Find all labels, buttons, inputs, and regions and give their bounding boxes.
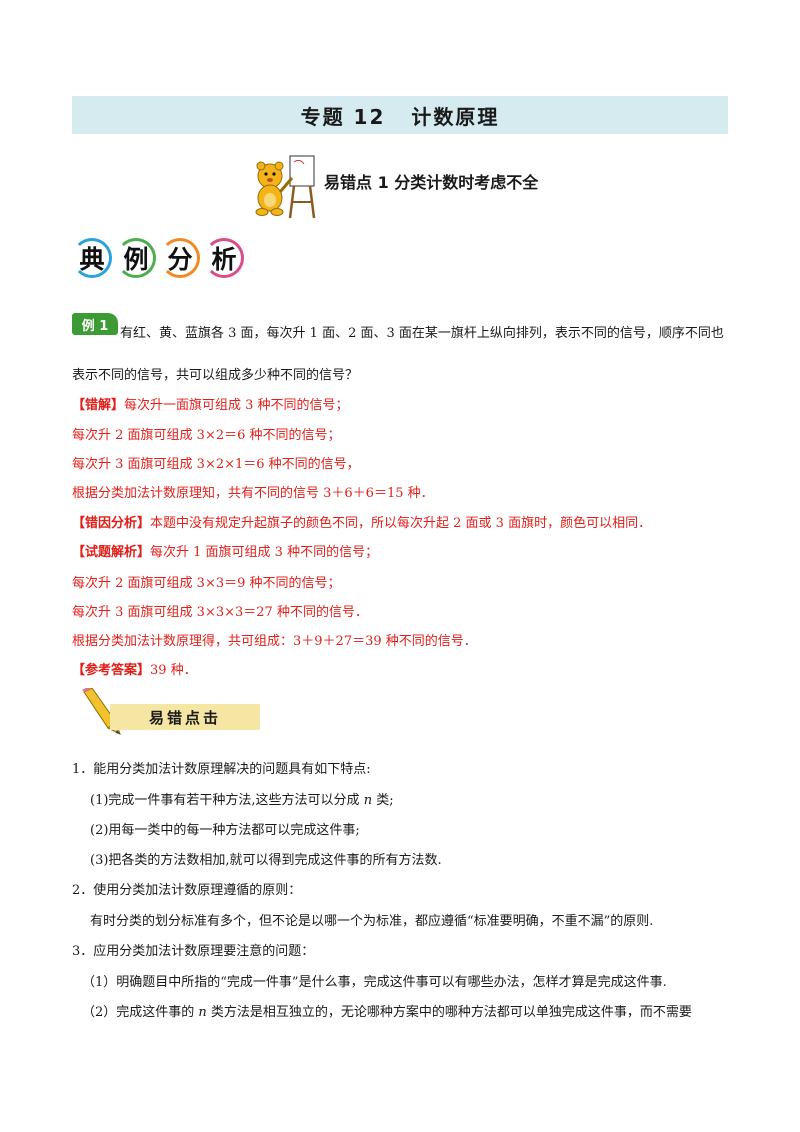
tip-item-3-sub-1: （1）明确题目中所指的“完成一件事”是什么事，完成这件事可以有哪些办法，怎样才算… [82,975,667,990]
tip-item-2-text: 有时分类的划分标准有多个，但不论是以哪一个为标准，都应遵循“标准要明确，不重不漏… [90,914,654,929]
tip-item-3-sub-2: （2）完成这件事的 n 类方法是相互独立的，无论哪种方案中的哪种方法都可以单独完… [82,1005,692,1020]
wrong-solution-line-1: 【错解】每次升一面旗可组成 3 种不同的信号； [72,398,349,413]
solution-line-3: 每次升 3 面旗可组成 3×3×3＝27 种不同的信号． [72,605,368,620]
solution-line-1: 【试题解析】每次升 1 面旗可组成 3 种不同的信号； [72,545,379,560]
wrong-solution-line-3: 每次升 3 面旗可组成 3×2×1＝6 种不同的信号， [72,457,360,472]
tip-item-1-title: 1．能用分类加法计数原理解决的问题具有如下特点: [72,762,371,777]
answer-label: 【参考答案】 [72,663,151,678]
banner-char-2: 例 [116,238,156,278]
banner-char-3: 分 [160,238,200,278]
error-point-heading: 易错点 1 分类计数时考虑不全 [250,152,538,222]
solution-label: 【试题解析】 [72,545,151,560]
banner-char-4: 析 [204,238,244,278]
wrong-solution-line-2: 每次升 2 面旗可组成 3×2＝6 种不同的信号； [72,428,341,443]
error-analysis-label: 【错因分析】 [72,516,151,531]
error-tips-label: 易错点击 [110,704,260,730]
tip-item-2-title: 2．使用分类加法计数原理遵循的原则： [72,883,302,898]
bear-painting-icon [255,155,316,219]
tip-item-1-sub-2: (2)用每一类中的每一种方法都可以完成这件事; [90,823,360,838]
wrong-solution-line-4: 根据分类加法计数原理知，共有不同的信号 3＋6＋6＝15 种． [72,486,434,501]
error-point-title: 易错点 1 分类计数时考虑不全 [324,173,539,192]
banner-char-1: 典 [72,238,112,278]
example-tag: 例 1 [72,313,118,335]
solution-line-4: 根据分类加法计数原理得，共可组成：3＋9＋27＝39 种不同的信号． [72,634,477,649]
reference-answer: 【参考答案】39 种． [72,663,197,678]
question-line-1: 有红、黄、蓝旗各 3 面，每次升 1 面、2 面、3 面在某一旗杆上纵向排列，表… [120,326,724,341]
title-topic-number: 专题 12 [300,104,386,129]
page-title: 专题 12 计数原理 [72,96,728,134]
title-topic-name: 计数原理 [411,104,500,129]
tip-item-1-sub-3: (3)把各类的方法数相加,就可以得到完成这件事的所有方法数. [90,853,442,868]
solution-line-2: 每次升 2 面旗可组成 3×3＝9 种不同的信号； [72,576,341,591]
error-tips-banner: 易错点击 [76,688,266,738]
question-line-2: 表示不同的信号，共可以组成多少种不同的信号？ [72,368,359,383]
error-analysis: 【错因分析】本题中没有规定升起旗子的颜色不同，所以每次升起 2 面或 3 面旗时… [72,516,652,531]
example-analysis-banner: 典 例 分 析 [72,238,244,278]
wrong-solution-label: 【错解】 [72,398,125,413]
tip-item-1-sub-1: (1)完成一件事有若干种方法,这些方法可以分成 n 类; [90,793,394,808]
tip-item-3-title: 3．应用分类加法计数原理要注意的问题： [72,944,315,959]
